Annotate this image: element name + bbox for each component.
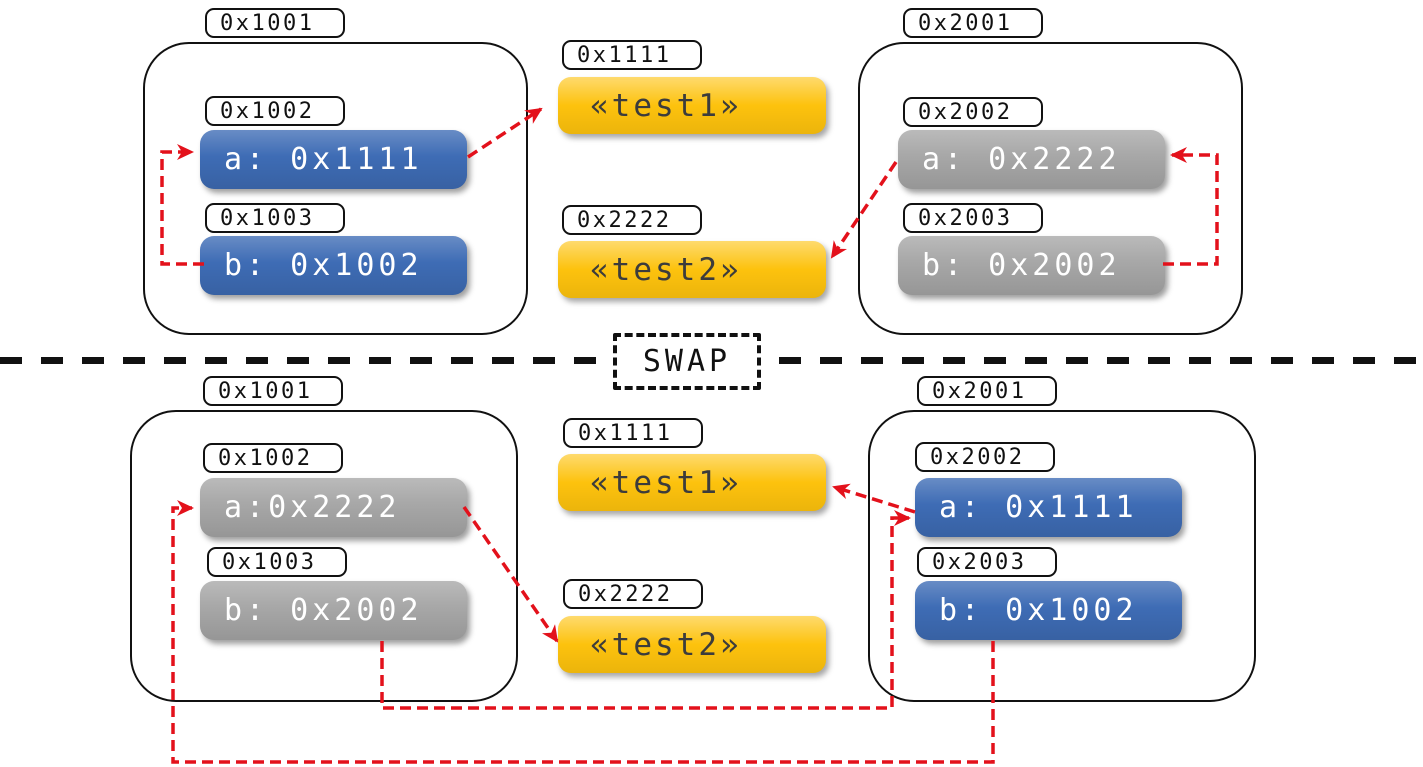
var-slot: b: 0x1002 bbox=[915, 581, 1182, 640]
address-tag: 0x1111 bbox=[562, 40, 702, 70]
heap-box-test2: «test2» bbox=[558, 616, 826, 673]
var-slot: b: 0x2002 bbox=[898, 236, 1165, 295]
address-tag: 0x2002 bbox=[915, 442, 1055, 472]
var-slot: b: 0x1002 bbox=[200, 236, 467, 295]
address-tag: 0x1002 bbox=[205, 96, 345, 126]
heap-box-test2: «test2» bbox=[558, 241, 826, 298]
address-tag: 0x2001 bbox=[917, 376, 1057, 406]
heap-box-test1: «test1» bbox=[558, 77, 826, 134]
address-tag: 0x2222 bbox=[563, 579, 703, 609]
address-tag: 0x2003 bbox=[903, 203, 1043, 233]
swap-label-box: SWAP bbox=[613, 333, 761, 390]
swap-label: SWAP bbox=[642, 344, 732, 379]
address-tag: 0x1002 bbox=[203, 443, 343, 473]
address-tag: 0x1003 bbox=[205, 203, 345, 233]
address-tag: 0x2002 bbox=[903, 97, 1043, 127]
var-slot: a:0x2222 bbox=[200, 478, 467, 537]
address-tag: 0x2001 bbox=[903, 8, 1043, 38]
var-slot: b: 0x2002 bbox=[200, 581, 467, 640]
address-tag: 0x1001 bbox=[205, 8, 345, 38]
address-tag: 0x2003 bbox=[917, 547, 1057, 577]
address-tag: 0x1003 bbox=[207, 547, 347, 577]
address-tag: 0x1001 bbox=[203, 376, 343, 406]
address-tag: 0x2222 bbox=[562, 205, 702, 235]
heap-box-test1: «test1» bbox=[558, 454, 826, 511]
address-tag: 0x1111 bbox=[563, 418, 703, 448]
var-slot: a: 0x2222 bbox=[898, 130, 1165, 189]
frame-top-left-0x1001 bbox=[143, 42, 528, 335]
var-slot: a: 0x1111 bbox=[915, 478, 1182, 537]
var-slot: a: 0x1111 bbox=[200, 130, 467, 189]
